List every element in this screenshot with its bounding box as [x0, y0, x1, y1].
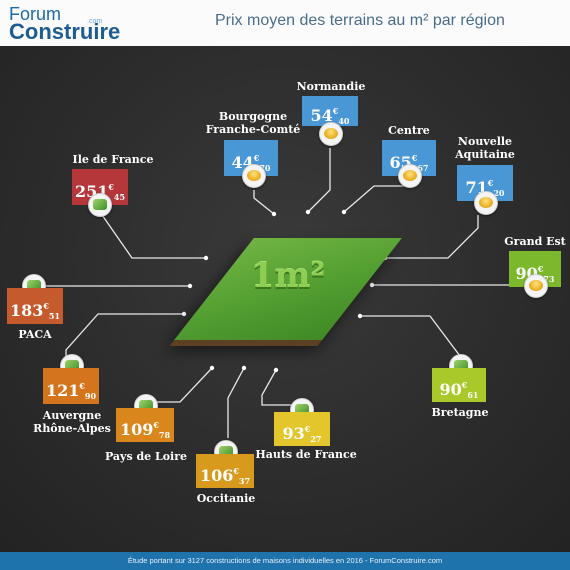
region-name: Auvergne Rhône-Alpes	[33, 409, 111, 435]
line-cen	[343, 185, 404, 213]
line-ile	[99, 211, 206, 259]
coin-icon	[524, 274, 548, 298]
footer-note: Étude portant sur 3127 constructions de …	[0, 552, 570, 570]
region-name: Bretagne	[431, 406, 489, 419]
line-nor	[307, 148, 331, 213]
region-price-ara: 121€90	[43, 368, 99, 404]
price-cents: 78	[158, 430, 171, 440]
region-price-nor: 54€40	[302, 96, 358, 126]
line-bfc	[253, 190, 275, 215]
currency-symbol: €	[487, 178, 494, 188]
region-name: Hauts de France	[255, 448, 357, 461]
coin-icon	[242, 164, 266, 188]
currency-symbol: €	[153, 420, 159, 430]
price-cents: 37	[238, 476, 251, 486]
region-name-paca: PACA	[10, 328, 60, 341]
region-name-bre: Bretagne	[420, 406, 500, 419]
currency-symbol: €	[233, 466, 239, 476]
currency-symbol: €	[304, 424, 311, 434]
price-euros: 90	[439, 380, 462, 399]
line-bre	[360, 315, 461, 357]
line-hdf	[261, 369, 298, 406]
logo-top: Forum	[9, 4, 62, 24]
coin-icon	[398, 164, 422, 188]
header: Forum Construire .com Prix moyen des ter…	[0, 0, 570, 46]
line-ara	[65, 313, 184, 362]
price-cents: 27	[310, 434, 322, 444]
currency-symbol: €	[43, 301, 49, 311]
region-name: Bourgogne Franche-Comté	[205, 110, 301, 136]
region-name-ile: Ile de France	[58, 153, 168, 166]
region-name-hdf: Hauts de France	[246, 448, 366, 461]
price-cents: 90	[84, 391, 97, 401]
region-name: Centre	[388, 124, 430, 137]
region-name-cen: Centre	[374, 124, 444, 137]
region-name-ara: Auvergne Rhône-Alpes	[22, 409, 122, 435]
region-name-ge: Grand Est	[500, 235, 570, 248]
price-cents: 61	[467, 390, 479, 400]
currency-symbol: €	[332, 106, 339, 116]
square-meter-tile: 1m²	[174, 238, 402, 340]
price-euros: 54	[310, 106, 333, 125]
region-name: Nouvelle Aquitaine	[455, 135, 515, 161]
region-name: Grand Est	[504, 235, 566, 248]
currency-symbol: €	[79, 381, 85, 391]
line-occ	[227, 367, 245, 438]
price-euros: 106	[199, 466, 234, 485]
price-cents: 45	[113, 192, 126, 202]
price-cents: 70	[259, 163, 271, 173]
region-name-occ: Occitanie	[184, 492, 268, 505]
logo[interactable]: Forum Construire .com	[9, 5, 120, 43]
logo-bottom: Construire	[9, 19, 121, 44]
tile-label: 1m²	[250, 256, 326, 296]
price-euros: 183	[9, 301, 44, 320]
price-cents: 51	[48, 311, 61, 321]
coin-icon	[319, 122, 343, 146]
price-euros: 121	[45, 381, 80, 400]
region-name: PACA	[18, 328, 52, 341]
currency-symbol: €	[108, 182, 114, 192]
region-name-bfc: Bourgogne Franche-Comté	[198, 110, 308, 136]
price-euros: 109	[119, 420, 154, 439]
price-cents: 67	[417, 163, 429, 173]
price-cents: 20	[493, 188, 505, 198]
currency-symbol: €	[537, 264, 544, 274]
price-cents: 73	[543, 274, 555, 284]
region-price-bre: 90€61	[432, 368, 486, 402]
region-name-nor: Normandie	[286, 80, 376, 93]
region-name: Occitanie	[196, 492, 256, 505]
region-price-pdl: 109€78	[116, 408, 174, 442]
region-price-hdf: 93€27	[274, 412, 330, 446]
region-price-occ: 106€37	[196, 454, 254, 488]
region-name-naq: Nouvelle Aquitaine	[440, 135, 530, 161]
line-naq	[385, 215, 479, 259]
price-cents: 40	[338, 116, 350, 126]
price-euros: 93	[282, 424, 305, 443]
currency-symbol: €	[461, 380, 468, 390]
currency-symbol: €	[253, 153, 260, 163]
currency-symbol: €	[411, 153, 418, 163]
region-name-pdl: Pays de Loire	[96, 450, 196, 463]
line-pdl	[146, 367, 213, 403]
region-price-paca: 183€51	[7, 288, 63, 324]
region-name: Normandie	[296, 80, 366, 93]
bill-icon	[88, 193, 112, 217]
coin-icon	[474, 191, 498, 215]
region-name: Pays de Loire	[104, 450, 188, 463]
region-name: Ile de France	[72, 153, 154, 166]
page-title: Prix moyen des terrains au m² par région	[215, 12, 505, 29]
logo-suffix: .com	[87, 18, 103, 25]
